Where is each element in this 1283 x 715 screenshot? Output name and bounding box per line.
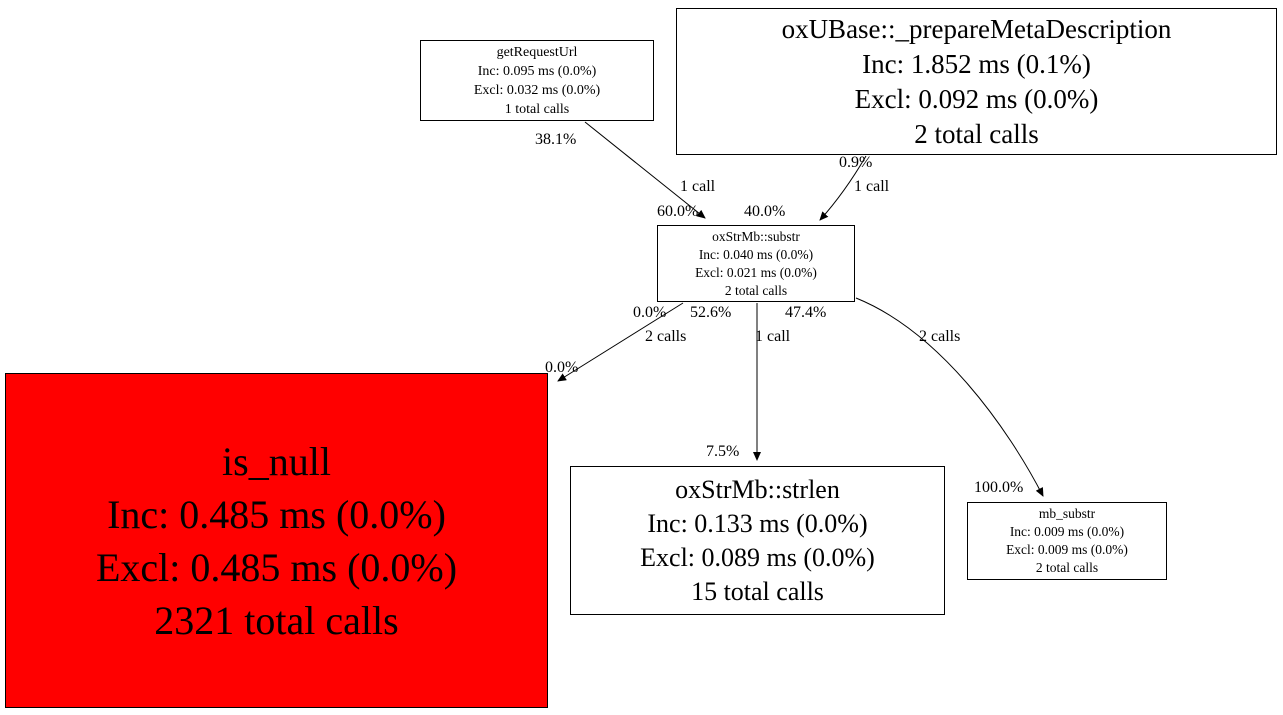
edge-label-source-percent: 52.6% xyxy=(690,304,732,321)
node-inclusive-time: Inc: 1.852 ms (0.1%) xyxy=(862,48,1091,79)
node-oxStrMb-substr: oxStrMb::substr Inc: 0.040 ms (0.0%) Exc… xyxy=(657,225,855,302)
node-exclusive-time: Excl: 0.485 ms (0.0%) xyxy=(95,544,458,590)
node-total-calls: 2 total calls xyxy=(1035,560,1099,575)
node-getRequestUrl: getRequestUrl Inc: 0.095 ms (0.0%) Excl:… xyxy=(420,40,654,121)
edge-substr-is_null xyxy=(557,302,684,382)
node-total-calls: 2 total calls xyxy=(914,118,1039,149)
node-title: oxStrMb::substr xyxy=(712,228,800,244)
node-total-calls: 15 total calls xyxy=(691,576,824,606)
node-exclusive-time: Excl: 0.089 ms (0.0%) xyxy=(640,542,875,572)
node-title: mb_substr xyxy=(1038,506,1096,521)
node-exclusive-time: Excl: 0.009 ms (0.0%) xyxy=(1006,542,1128,557)
edge-label-dest-percent: 40.0% xyxy=(744,203,786,220)
edge-label-dest-percent: 60.0% xyxy=(657,203,699,220)
node-inclusive-time: Inc: 0.009 ms (0.0%) xyxy=(1009,524,1125,539)
node-inclusive-time: Inc: 0.040 ms (0.0%) xyxy=(698,246,814,262)
node-title: getRequestUrl xyxy=(496,44,578,60)
edge-label-call-count: 1 call xyxy=(680,178,716,195)
edge-label-call-count: 1 call xyxy=(854,178,890,195)
edge-label-source-percent: 0.9% xyxy=(839,154,873,171)
edge-label-source-percent: 38.1% xyxy=(535,131,577,148)
node-exclusive-time: Excl: 0.021 ms (0.0%) xyxy=(695,264,817,280)
node-is_null: is_null Inc: 0.485 ms (0.0%) Excl: 0.485… xyxy=(5,373,548,708)
node-total-calls: 1 total calls xyxy=(504,101,570,117)
edge-label-call-count: 1 call xyxy=(755,328,791,345)
node-inclusive-time: Inc: 0.133 ms (0.0%) xyxy=(647,508,868,538)
node-oxStrMb-strlen: oxStrMb::strlen Inc: 0.133 ms (0.0%) Exc… xyxy=(570,466,945,615)
edge-getRequestUrl-substr xyxy=(584,121,706,219)
edge-label-call-count: 2 calls xyxy=(645,328,687,345)
node-total-calls: 2 total calls xyxy=(724,282,788,298)
node-title: oxStrMb::strlen xyxy=(675,474,840,504)
node-inclusive-time: Inc: 0.095 ms (0.0%) xyxy=(477,63,597,79)
node-exclusive-time: Excl: 0.032 ms (0.0%) xyxy=(473,82,601,98)
node-total-calls: 2321 total calls xyxy=(154,597,399,643)
node-oxUBase-prepareMetaDescription: oxUBase::_prepareMetaDescription Inc: 1.… xyxy=(676,8,1277,155)
edge-label-dest-percent: 100.0% xyxy=(974,479,1024,496)
edge-label-source-percent: 47.4% xyxy=(785,304,827,321)
node-mb_substr: mb_substr Inc: 0.009 ms (0.0%) Excl: 0.0… xyxy=(967,502,1167,580)
node-title: is_null xyxy=(222,438,331,484)
edge-label-call-count: 2 calls xyxy=(919,328,961,345)
node-title: oxUBase::_prepareMetaDescription xyxy=(781,13,1172,44)
node-inclusive-time: Inc: 0.485 ms (0.0%) xyxy=(107,491,446,537)
node-exclusive-time: Excl: 0.092 ms (0.0%) xyxy=(854,83,1099,114)
edge-label-dest-percent: 0.0% xyxy=(545,359,579,376)
edge-label-source-percent: 0.0% xyxy=(633,304,667,321)
edge-label-dest-percent: 7.5% xyxy=(706,443,740,460)
edge-prepareMetaDescription-substr xyxy=(819,155,867,221)
edge-substr-mb_substr xyxy=(855,297,1044,497)
